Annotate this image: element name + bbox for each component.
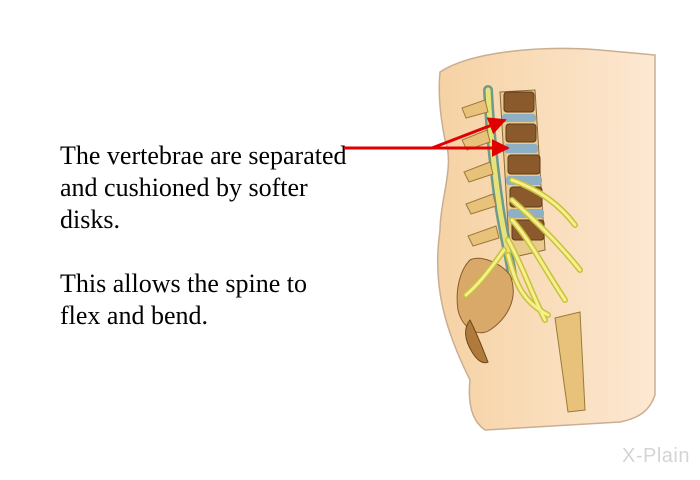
- sacrum: [456, 257, 514, 334]
- caption-text-1: The vertebrae are separated and cushione…: [60, 141, 347, 234]
- spinous-processes: [461, 99, 500, 247]
- coccyx: [465, 319, 489, 364]
- caption-paragraph-2: This allows the spine to flex and bend.: [60, 268, 350, 332]
- vertebral-column-icon: [499, 89, 546, 259]
- caption-paragraph-1: The vertebrae are separated and cushione…: [60, 140, 350, 236]
- caption-text-2: This allows the spine to flex and bend.: [60, 269, 307, 330]
- femur: [554, 311, 586, 413]
- xplain-logo: X-Plain: [622, 445, 690, 467]
- pointer-arrow: [344, 117, 510, 157]
